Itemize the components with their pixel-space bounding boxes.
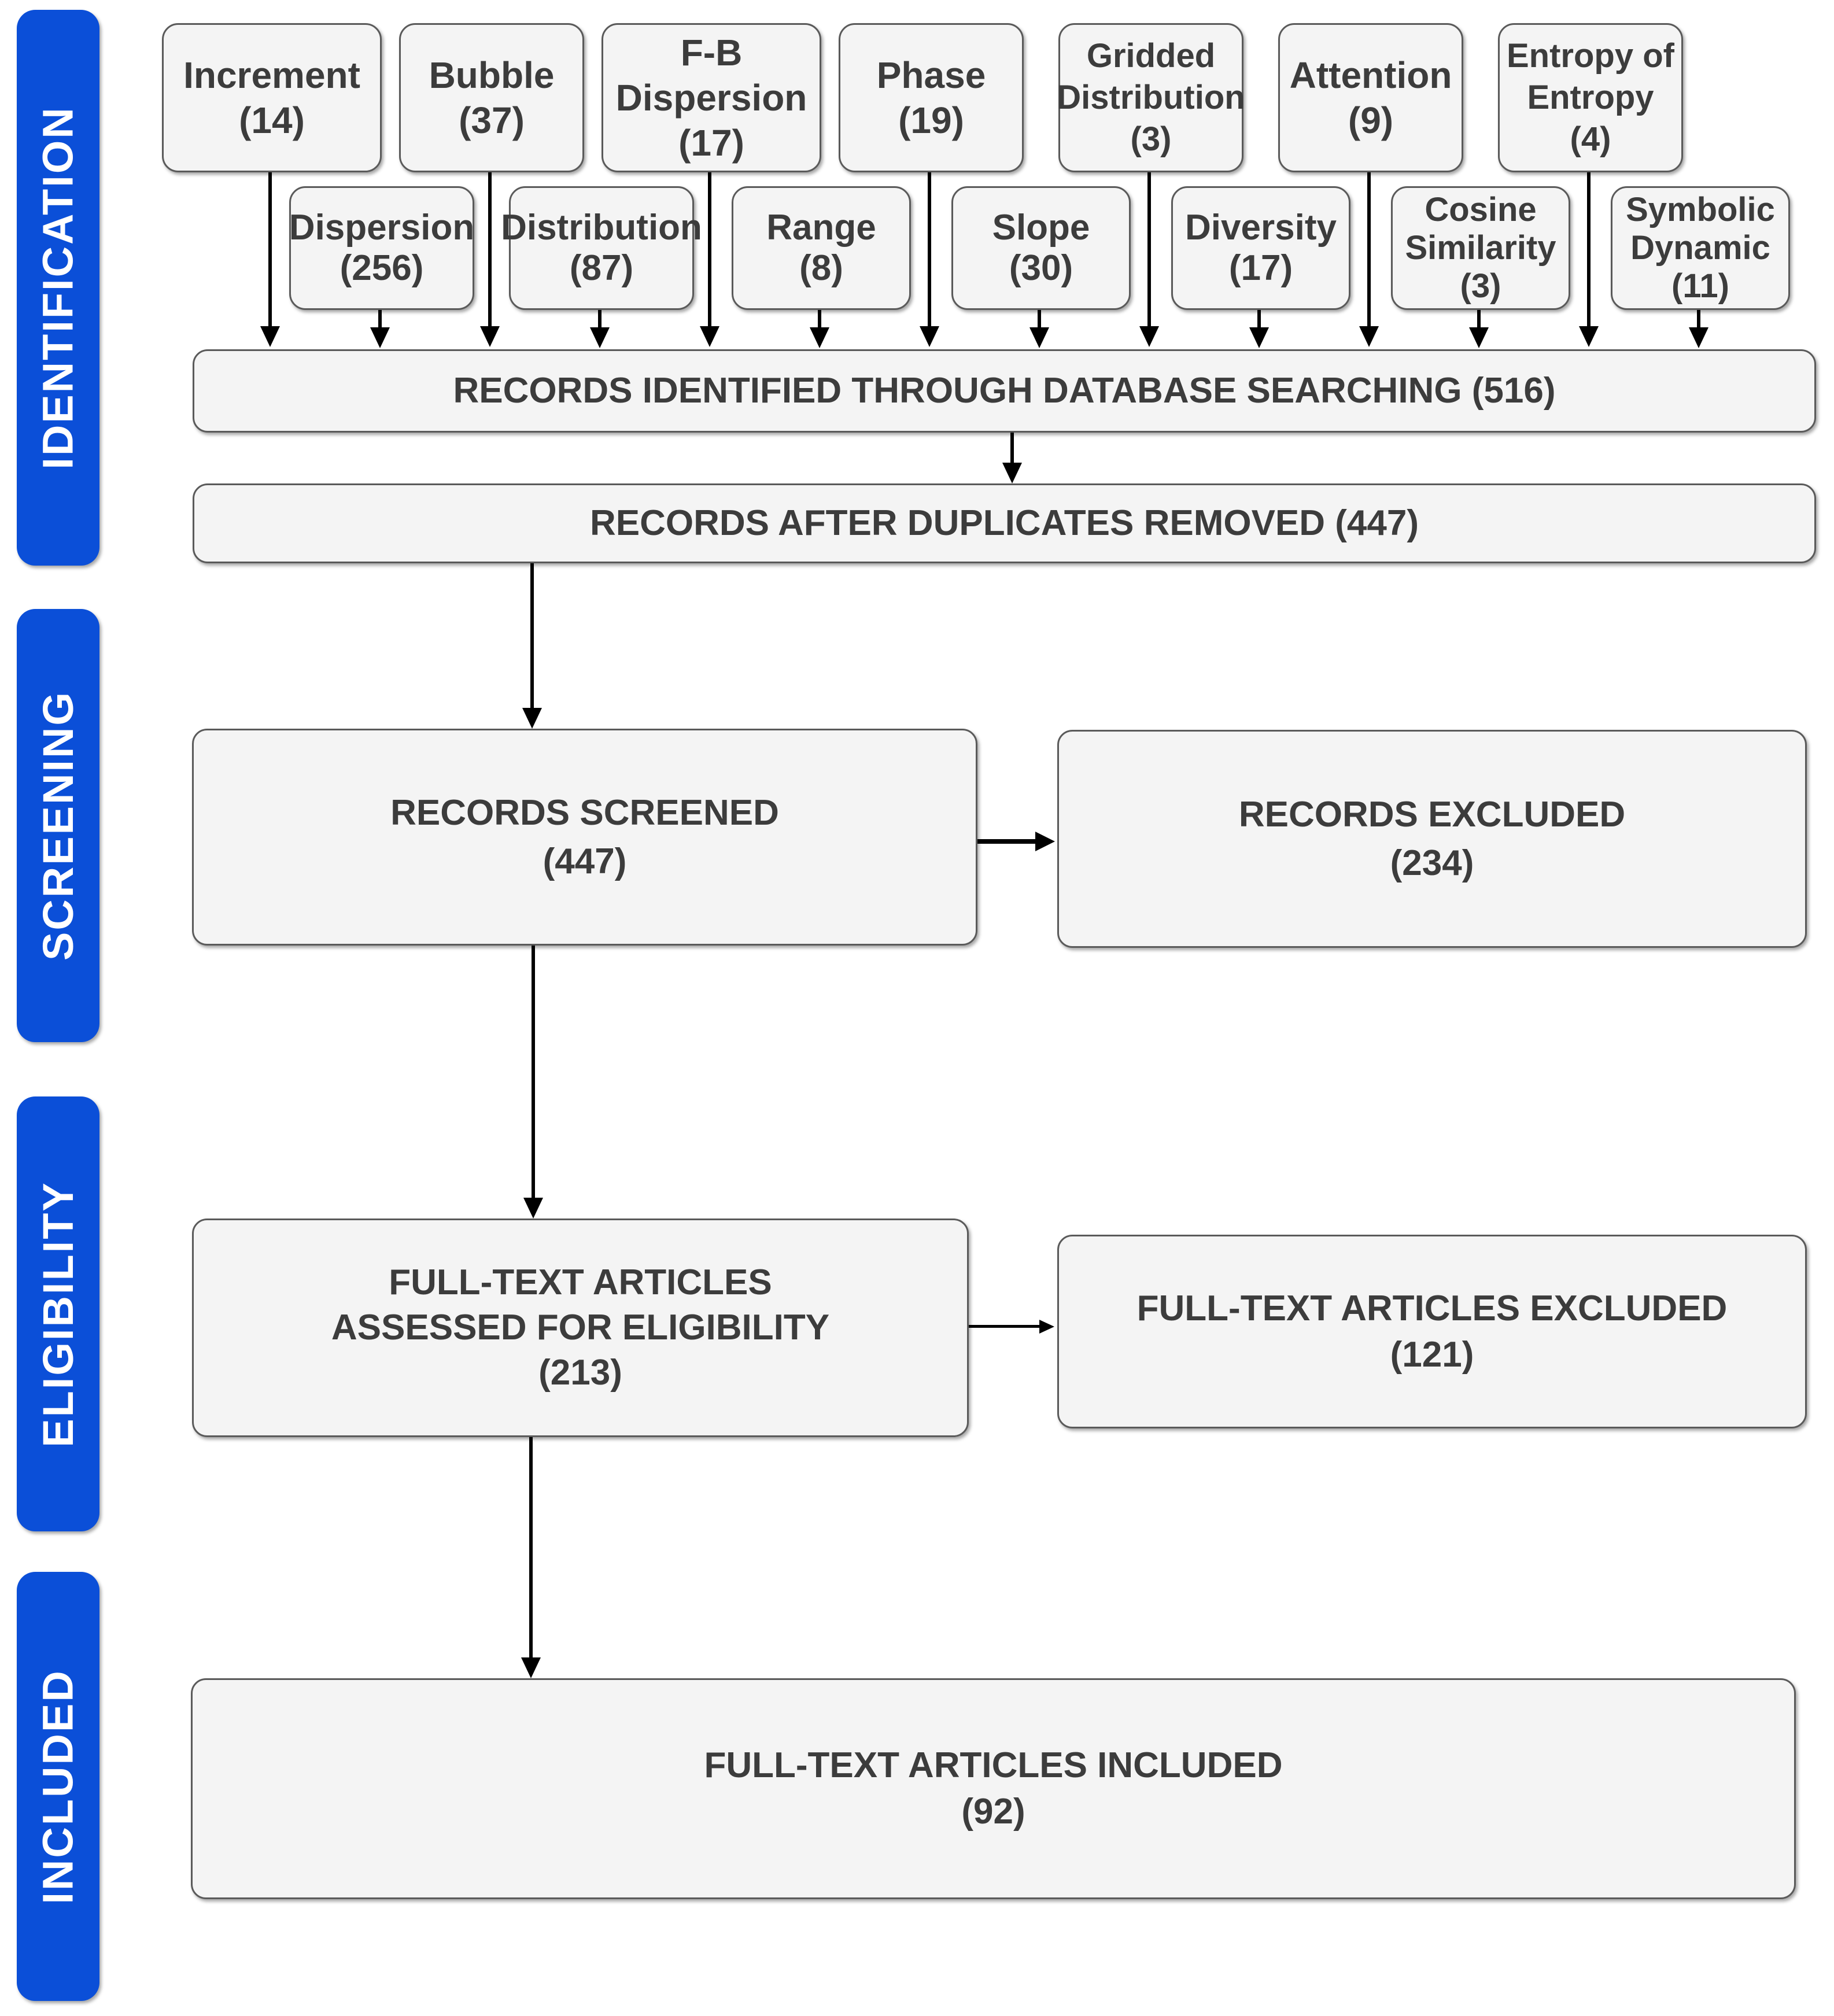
arrow-range-down xyxy=(818,310,821,327)
stage-box-fulltext-included: FULL-TEXT ARTICLES INCLUDED (92) xyxy=(191,1678,1796,1899)
sidebar-tab-included-label: INCLUDED xyxy=(34,1668,83,1904)
arrow-diversity-down xyxy=(1257,310,1261,327)
stage-box-fulltext-assessed-line: ASSESSED FOR ELIGIBILITY xyxy=(331,1308,830,1347)
method-box-increment: Increment (14) xyxy=(162,23,382,172)
arrow-slope-down xyxy=(1038,310,1041,327)
method-box-attention: Attention (9) xyxy=(1278,23,1463,172)
arrow-attention-down xyxy=(1367,172,1371,326)
arrow-assessed-to-included xyxy=(529,1437,533,1657)
stage-box-records-screened-count: (447) xyxy=(543,841,627,881)
method-box-line: Symbolic xyxy=(1626,191,1775,228)
stage-box-records-identified-label: RECORDS IDENTIFIED THROUGH DATABASE SEAR… xyxy=(453,371,1556,411)
method-box-count: (9) xyxy=(1348,99,1394,141)
method-box-line: Diversity xyxy=(1185,208,1337,248)
stage-box-records-excluded-label: RECORDS EXCLUDED xyxy=(1238,794,1626,835)
stage-box-records-screened: RECORDS SCREENED (447) xyxy=(192,729,977,946)
method-box-diversity: Diversity (17) xyxy=(1171,186,1350,310)
method-box-line: Distribution xyxy=(501,208,702,248)
method-box-phase: Phase (19) xyxy=(839,23,1024,172)
method-box-line: Bubble xyxy=(429,54,555,96)
method-box-count: (3) xyxy=(1130,120,1172,158)
method-box-count: (17) xyxy=(678,122,744,164)
method-box-line: Cosine xyxy=(1425,191,1537,228)
method-box-line: Increment xyxy=(183,54,360,96)
method-box-line: Distribution xyxy=(1057,79,1245,116)
stage-box-duplicates-removed-label: RECORDS AFTER DUPLICATES REMOVED (447) xyxy=(589,503,1419,543)
arrow-dispersion-down xyxy=(378,310,382,327)
method-box-gridded-distribution: Gridded Distribution (3) xyxy=(1057,23,1245,172)
sidebar-tab-screening-label: SCREENING xyxy=(34,691,83,961)
method-box-line: Dynamic xyxy=(1630,229,1770,267)
arrow-cosine-down xyxy=(1477,310,1481,327)
stage-box-records-screened-label: RECORDS SCREENED xyxy=(390,792,779,833)
arrow-bubble-down xyxy=(488,172,492,326)
arrow-entropy-down xyxy=(1587,172,1591,326)
method-box-slope: Slope (30) xyxy=(951,186,1131,310)
method-box-line: Phase xyxy=(876,54,986,96)
method-box-line: Similarity xyxy=(1405,229,1556,267)
sidebar-tab-eligibility-label: ELIGIBILITY xyxy=(34,1180,82,1448)
method-box-line: F-B xyxy=(680,32,743,73)
method-box-line: Attention xyxy=(1289,54,1452,96)
stage-box-fulltext-assessed-line: FULL-TEXT ARTICLES xyxy=(389,1262,772,1302)
method-box-count: (4) xyxy=(1570,120,1611,158)
method-box-symbolic-dynamic: Symbolic Dynamic (11) xyxy=(1611,186,1790,310)
sidebar-tab-eligibility: ELIGIBILITY xyxy=(17,1096,99,1531)
method-box-count: (14) xyxy=(239,99,305,141)
arrow-fb-dispersion-down xyxy=(708,172,711,326)
arrow-distribution-down xyxy=(598,310,602,327)
stage-box-fulltext-excluded-label: FULL-TEXT ARTICLES EXCLUDED xyxy=(1136,1288,1728,1328)
method-box-count: (30) xyxy=(1009,248,1073,288)
method-box-count: (3) xyxy=(1460,267,1501,305)
method-box-line: Entropy of xyxy=(1507,37,1674,75)
method-box-fb-dispersion: F-B Dispersion (17) xyxy=(602,23,821,172)
method-box-count: (37) xyxy=(459,99,525,141)
method-box-dispersion: Dispersion (256) xyxy=(289,186,474,310)
sidebar-tab-screening: SCREENING xyxy=(17,609,99,1042)
stage-box-fulltext-assessed-count: (213) xyxy=(538,1353,622,1393)
arrow-symbolic-down xyxy=(1697,310,1700,327)
arrow-deduplicated-to-screened xyxy=(530,563,534,708)
arrow-assessed-to-fulltext-excluded xyxy=(969,1325,1039,1328)
method-box-range: Range (8) xyxy=(732,186,911,310)
stage-box-fulltext-excluded-count: (121) xyxy=(1390,1334,1474,1375)
method-box-line: Slope xyxy=(992,208,1090,248)
stage-box-fulltext-excluded: FULL-TEXT ARTICLES EXCLUDED (121) xyxy=(1057,1235,1807,1428)
method-box-cosine-similarity: Cosine Similarity (3) xyxy=(1391,186,1570,310)
method-box-line: Gridded xyxy=(1086,37,1216,75)
method-box-count: (11) xyxy=(1671,267,1729,305)
method-box-count: (19) xyxy=(898,99,964,141)
arrow-identified-to-deduplicated xyxy=(1010,433,1014,463)
method-box-line: Range xyxy=(766,208,876,248)
stage-box-fulltext-included-label: FULL-TEXT ARTICLES INCLUDED xyxy=(704,1745,1283,1785)
stage-box-records-identified: RECORDS IDENTIFIED THROUGH DATABASE SEAR… xyxy=(193,349,1816,433)
sidebar-tab-identification-label: IDENTIFICATION xyxy=(34,106,83,470)
method-box-count: (17) xyxy=(1228,248,1293,288)
arrow-phase-down xyxy=(928,172,931,326)
stage-box-fulltext-assessed: FULL-TEXT ARTICLES ASSESSED FOR ELIGIBIL… xyxy=(192,1219,969,1437)
stage-box-fulltext-included-count: (92) xyxy=(961,1792,1025,1832)
arrow-increment-down xyxy=(268,172,272,326)
method-box-count: (8) xyxy=(799,248,843,288)
method-box-line: Dispersion xyxy=(615,77,807,119)
method-box-distribution: Distribution (87) xyxy=(501,186,702,310)
method-box-line: Dispersion xyxy=(289,208,475,248)
sidebar-tab-identification: IDENTIFICATION xyxy=(17,10,99,566)
stage-box-records-excluded: RECORDS EXCLUDED (234) xyxy=(1057,730,1807,948)
arrow-screened-to-excluded xyxy=(977,839,1035,844)
method-box-entropy-of-entropy: Entropy of Entropy (4) xyxy=(1498,23,1683,172)
method-box-line: Entropy xyxy=(1527,79,1654,116)
stage-box-duplicates-removed: RECORDS AFTER DUPLICATES REMOVED (447) xyxy=(193,483,1816,563)
arrow-gridded-down xyxy=(1147,172,1151,326)
method-box-bubble: Bubble (37) xyxy=(399,23,584,172)
arrow-screened-to-assessed xyxy=(532,946,535,1198)
method-box-count: (256) xyxy=(340,248,424,288)
sidebar-tab-included: INCLUDED xyxy=(17,1572,99,2001)
method-box-count: (87) xyxy=(569,248,634,288)
stage-box-records-excluded-count: (234) xyxy=(1390,843,1474,883)
